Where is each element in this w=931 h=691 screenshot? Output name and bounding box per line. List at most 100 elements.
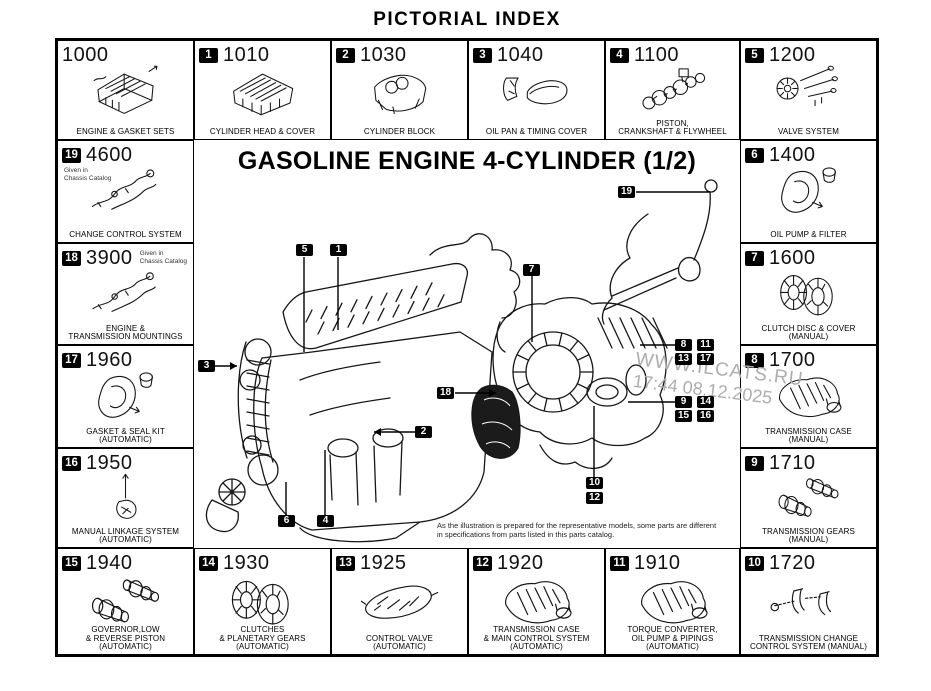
cell-index-badge: 19: [62, 148, 81, 163]
lever-thumbnail: [61, 469, 190, 528]
crankshaft-thumbnail: [609, 61, 736, 120]
cell-label: GASKET & SEAL KIT(AUTOMATIC): [86, 426, 165, 445]
pump-thumbnail: [61, 366, 190, 428]
callout-15: 15: [675, 410, 692, 422]
forks-thumbnail: [744, 569, 873, 635]
cell-part-code: 1925: [360, 552, 407, 574]
page-title: PICTORIAL INDEX: [373, 9, 561, 30]
cell-header: 4 1100: [610, 44, 679, 67]
callout-18: 18: [437, 387, 454, 399]
callout-3: 3: [198, 360, 215, 372]
cell-index-badge: 3: [473, 48, 492, 63]
callout-19: 19: [618, 186, 635, 198]
cell-part-code: 1930: [223, 552, 270, 574]
cell-header: 9 1710: [745, 452, 816, 475]
cylinder-block-thumbnail: [335, 61, 464, 120]
callout-4: 4: [317, 515, 334, 527]
cell-index-badge: 10: [745, 556, 764, 571]
cell-part-code: 1400: [769, 144, 816, 166]
callout-13: 13: [675, 353, 692, 365]
callout-17: 17: [697, 353, 714, 365]
cell-index-badge: 1: [199, 48, 218, 63]
callout-10: 10: [586, 477, 603, 489]
callout-11: 11: [697, 339, 714, 351]
footnote-line-1: As the illustration is prepared for the …: [437, 521, 717, 530]
center-section-title: GASOLINE ENGINE 4-CYLINDER (1/2): [237, 147, 697, 175]
cell-index-badge: 13: [336, 556, 355, 571]
cell-index-badge: 7: [745, 251, 764, 266]
callout-1: 1: [330, 244, 347, 256]
cell-label: PISTON,CRANKSHAFT & FLYWHEEL: [618, 118, 727, 137]
cell-index-badge: 4: [610, 48, 629, 63]
cell-part-code: 1600: [769, 247, 816, 269]
oil-pan-thumbnail: [472, 61, 601, 120]
linkage-thumbnail: [61, 161, 190, 223]
callout-14: 14: [697, 396, 714, 408]
cell-header: 13 1925: [336, 552, 407, 575]
callout-2: 2: [415, 426, 432, 438]
cell-index-badge: 18: [62, 251, 81, 266]
valve-body-thumbnail: [335, 569, 464, 635]
cell-part-code: 1200: [769, 44, 816, 66]
cell-label: ENGINE & GASKET SETS: [76, 127, 175, 137]
cell-part-code: 1710: [769, 452, 816, 474]
illustration-footnote: As the illustration is prepared for the …: [437, 521, 737, 539]
gears-thumbnail: [61, 569, 190, 635]
cell-label: TORQUE CONVERTER,OIL PUMP & PIPINGS(AUTO…: [627, 625, 718, 652]
cell-label: OIL PAN & TIMING COVER: [485, 127, 588, 137]
cell-index-badge: 2: [336, 48, 355, 63]
cell-label: CLUTCHES& PLANETARY GEARS(AUTOMATIC): [219, 625, 306, 652]
cell-label: GOVERNOR,LOW& REVERSE PISTON(AUTOMATIC): [85, 625, 166, 652]
cell-label: MANUAL LINKAGE SYSTEM(AUTOMATIC): [71, 526, 180, 545]
cell-index-badge: 6: [745, 148, 764, 163]
cell-index-badge: 9: [745, 456, 764, 471]
cell-part-code: 1010: [223, 44, 270, 66]
callout-5: 5: [296, 244, 313, 256]
cell-header: 1000: [62, 44, 109, 67]
cell-part-code: 1920: [497, 552, 544, 574]
cell-label: CHANGE CONTROL SYSTEM: [69, 230, 182, 240]
cell-header: 7 1600: [745, 247, 816, 270]
cell-label: CYLINDER BLOCK: [363, 127, 436, 137]
callout-8: 8: [675, 339, 692, 351]
cell-part-code: 1100: [634, 44, 680, 66]
case-thumbnail: [609, 569, 736, 635]
cell-label: CONTROL VALVE(AUTOMATIC): [366, 633, 433, 652]
cell-label: TRANSMISSION CASE& MAIN CONTROL SYSTEM(A…: [483, 625, 590, 652]
cell-part-code: 3900: [86, 247, 133, 269]
gears-thumbnail: [744, 469, 873, 528]
